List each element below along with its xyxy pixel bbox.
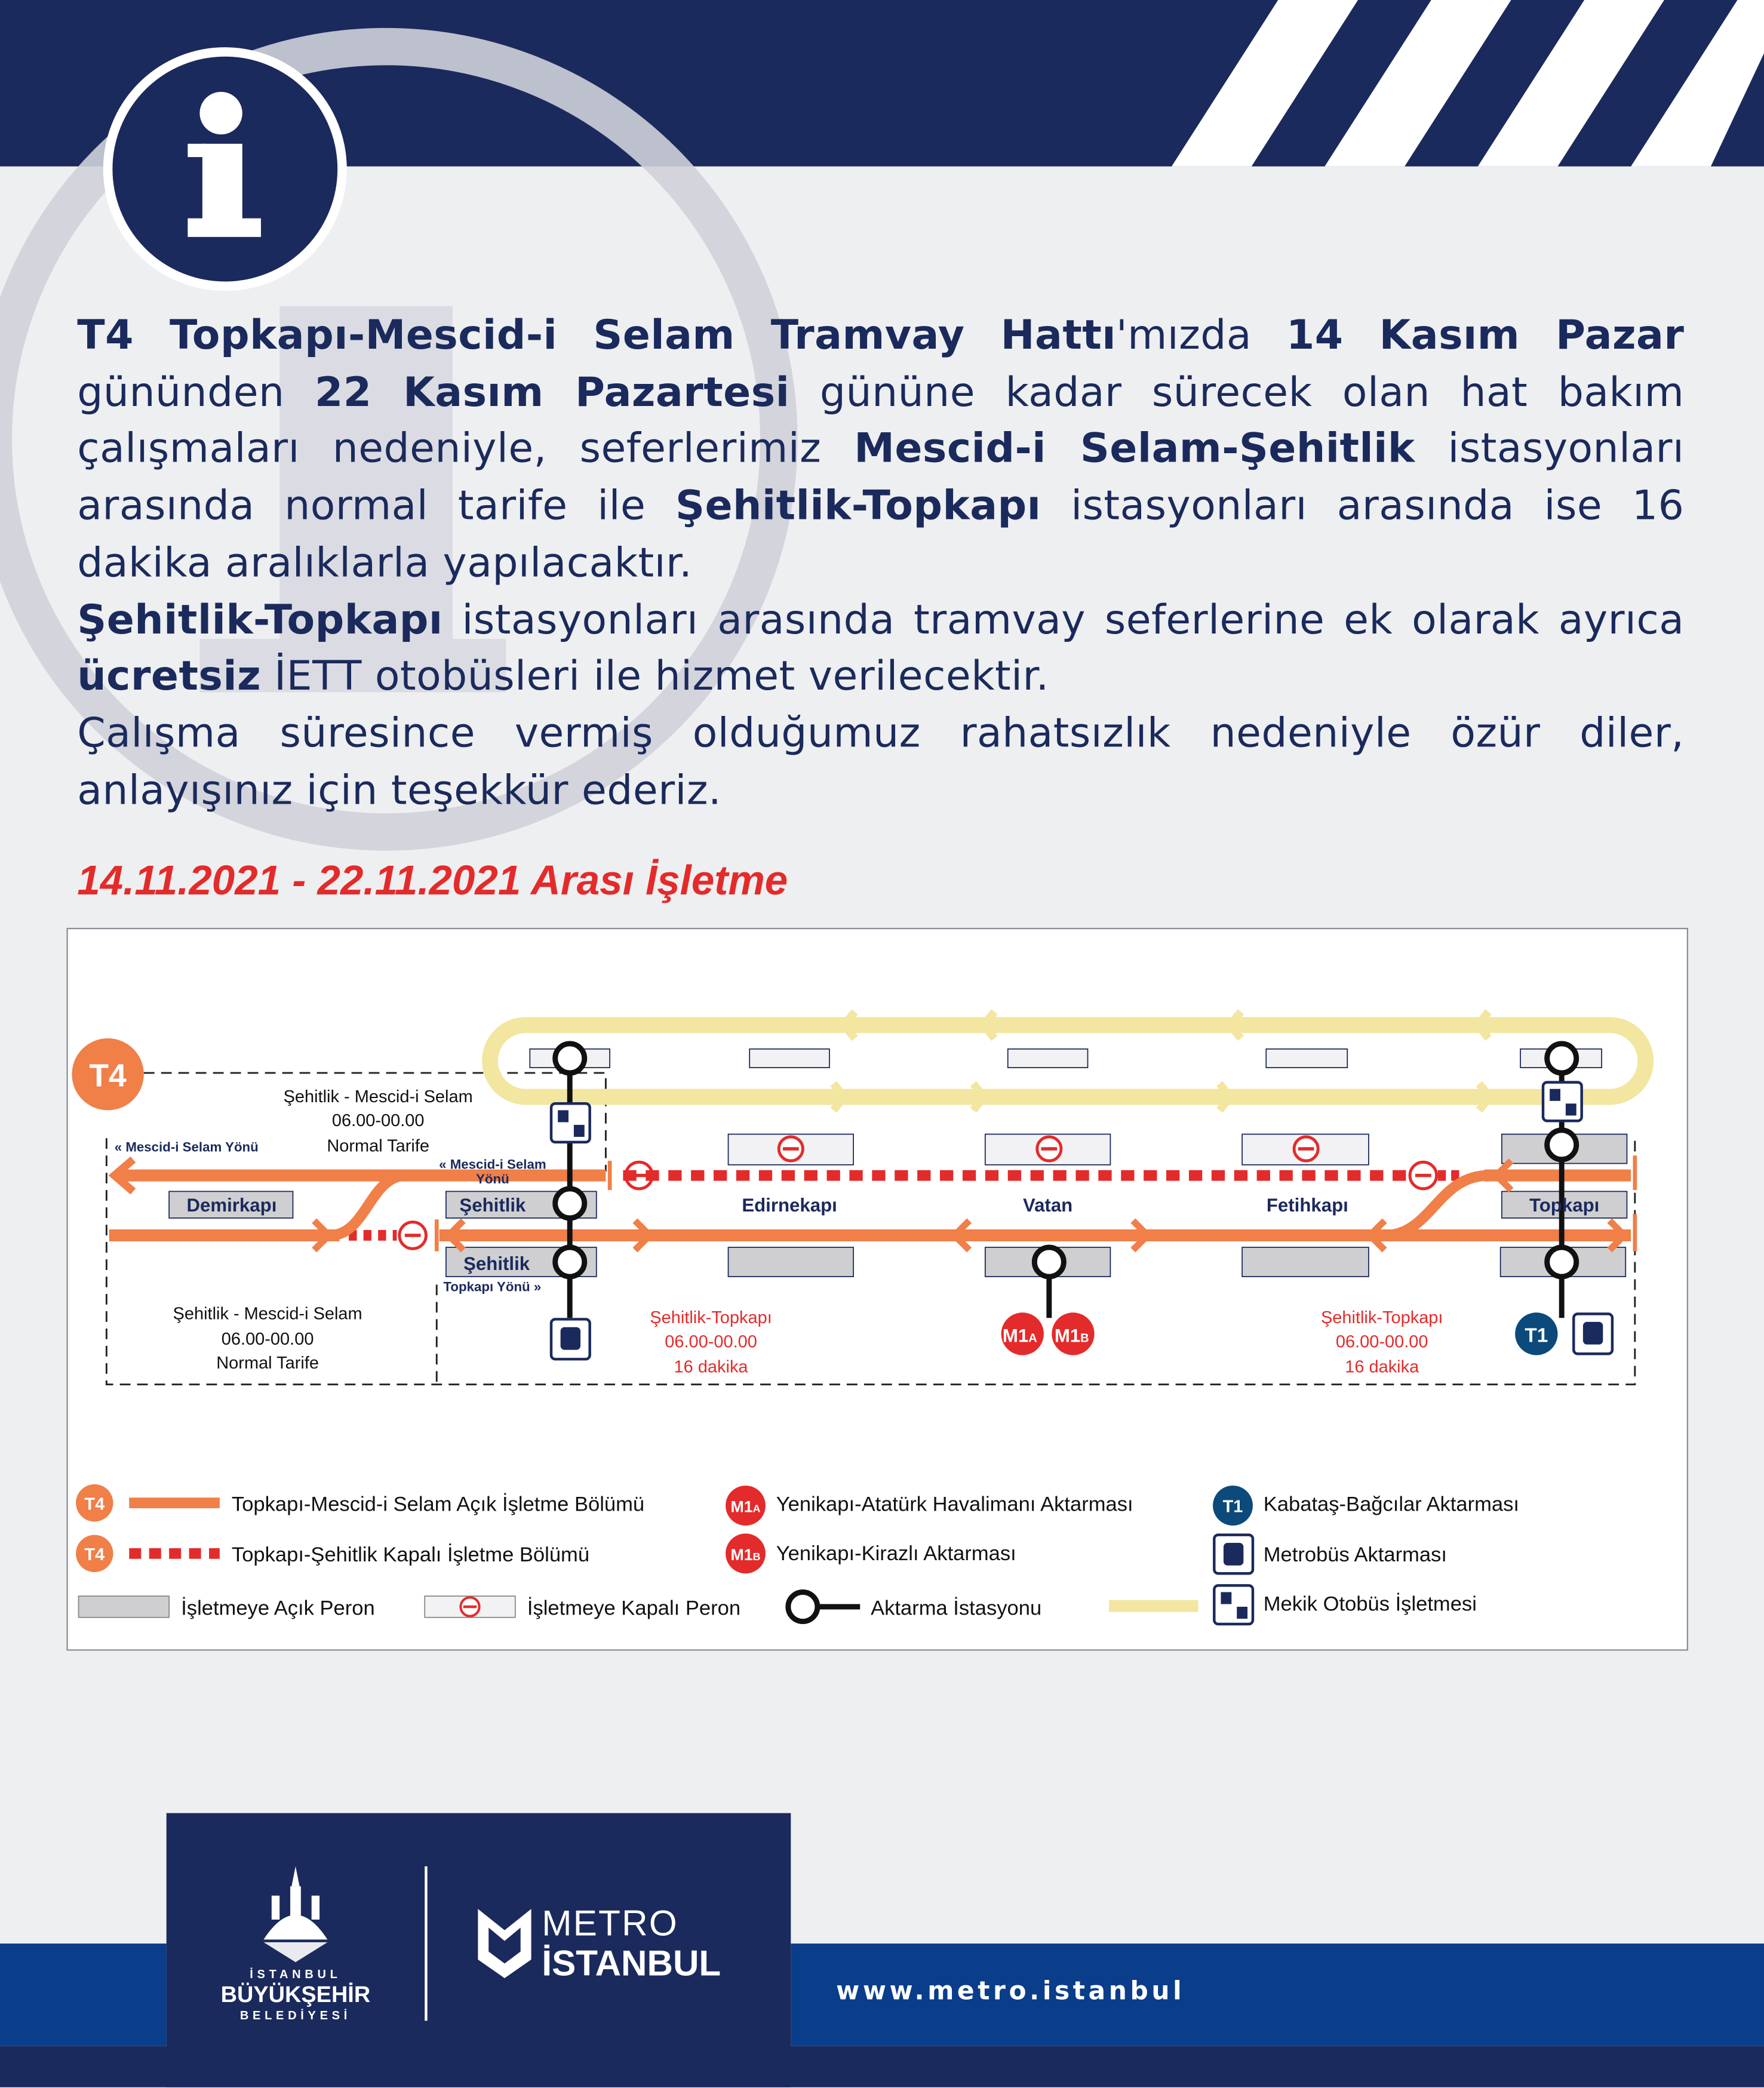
footer-band [791, 1944, 1764, 2046]
line-diagram: M1A M1B T1 T4 Demirkapı Şehitlik Edirnek… [72, 1009, 1654, 1626]
legend-closed-section: Topkapı-Şehitlik Kapalı İşletme Bölümü [232, 1543, 589, 1566]
svg-text:06.00-00.00: 06.00-00.00 [332, 1111, 425, 1130]
svg-text:T1: T1 [1223, 1497, 1243, 1517]
legend-shuttle: Mekik Otobüs İşletmesi [1264, 1592, 1477, 1616]
text-run: istasyonları arasında normal tarife ile [77, 426, 1685, 530]
m1a-badge: M1A [1003, 1325, 1037, 1346]
svg-text:Şehitlik-Topkapı: Şehitlik-Topkapı [1321, 1308, 1443, 1327]
footer-logos: İSTANBUL BÜYÜKŞEHİR BELEDİYESİ METRO İST… [221, 1866, 721, 2022]
station-labels: Demirkapı Şehitlik Edirnekapı Vatan Feti… [186, 1195, 1599, 1274]
svg-text:06.00-00.00: 06.00-00.00 [222, 1330, 314, 1349]
closed-platforms [398, 1133, 1439, 1250]
svg-text:İSTANBUL: İSTANBUL [542, 1944, 721, 1984]
legend-closed-platform: İşletmeye Kapalı Peron [527, 1596, 740, 1619]
text-run: istasyonları arasında ise 16 dakika aral… [77, 483, 1685, 587]
logo-divider [425, 1866, 428, 2021]
svg-text:T4: T4 [84, 1545, 105, 1564]
station-demirkapi: Demirkapı [186, 1195, 276, 1216]
svg-text:« Mescid-i Selam: « Mescid-i Selam [439, 1157, 546, 1172]
svg-text:BÜYÜKŞEHİR: BÜYÜKŞEHİR [221, 1982, 371, 2007]
emphasized-text: Şehitlik-Topkapı [675, 483, 1041, 530]
station-fetihkapi: Fetihkapı [1267, 1195, 1348, 1216]
legend-open-platform: İşletmeye Açık Peron [181, 1596, 375, 1619]
svg-text:BELEDİYESİ: BELEDİYESİ [240, 2009, 351, 2022]
text-run: istasyonları arasında tramvay seferlerin… [442, 596, 1685, 644]
notice-text: T4 Topkapı-Mescid-i Selam Tramvay Hattı'… [77, 309, 1684, 820]
text-run: 'mızda [1115, 312, 1287, 359]
m1b-badge: M1B [1055, 1325, 1089, 1346]
notice-paragraph: T4 Topkapı-Mescid-i Selam Tramvay Hattı'… [77, 309, 1684, 593]
emphasized-text: Mescid-i Selam-Şehitlik [854, 426, 1415, 473]
station-vatan: Vatan [1023, 1195, 1072, 1216]
svg-text:Şehitlik-Topkapı: Şehitlik-Topkapı [650, 1308, 772, 1327]
legend-metrobus: Metrobüs Aktarması [1264, 1543, 1447, 1566]
svg-text:Topkapı Yönü »: Topkapı Yönü » [443, 1280, 541, 1294]
svg-text:M1B: M1B [730, 1546, 760, 1564]
svg-text:Şehitlik - Mescid-i Selam: Şehitlik - Mescid-i Selam [173, 1304, 362, 1323]
reduced-service-info: Şehitlik-Topkapı 06.00-00.00 16 dakika Ş… [650, 1308, 1443, 1376]
station-topkapi: Topkapı [1529, 1195, 1599, 1216]
tracks [108, 1155, 1637, 1253]
svg-text:16 dakika: 16 dakika [674, 1358, 749, 1377]
direction-labels: « Mescid-i Selam Yönü « Mescid-i Selam Y… [115, 1140, 546, 1294]
legend: T4 Topkapı-Mescid-i Selam Açık İşletme B… [76, 1484, 1519, 1626]
svg-text:M1A: M1A [730, 1498, 760, 1516]
t1-badge: T1 [1525, 1324, 1548, 1346]
legend-open-section: Topkapı-Mescid-i Selam Açık İşletme Bölü… [232, 1492, 644, 1515]
shuttle-transfer-icon [549, 1081, 1583, 1144]
header-graphics [0, 0, 1764, 851]
legend-t1: Kabataş-Bağcılar Aktarması [1264, 1493, 1519, 1515]
station-sehitlik-lower: Şehitlik [463, 1253, 530, 1274]
emphasized-text: ücretsiz [77, 654, 262, 701]
emphasized-text: 14 Kasım Pazar [1286, 312, 1685, 359]
line-diagram-panel [66, 927, 1689, 1651]
svg-text:METRO: METRO [542, 1904, 678, 1944]
svg-text:Normal Tarife: Normal Tarife [327, 1137, 429, 1156]
svg-text:İSTANBUL: İSTANBUL [250, 1967, 341, 1981]
text-run: gününden [77, 370, 315, 417]
transfer-badges: M1A M1B T1 [1001, 1312, 1558, 1355]
legend-m1b: Yenikapı-Kirazlı Aktarması [776, 1542, 1016, 1565]
emphasized-text: 22 Kasım Pazartesi [315, 370, 790, 417]
svg-text:06.00-00.00: 06.00-00.00 [1336, 1332, 1428, 1351]
watermark-i-icon [0, 28, 798, 851]
metrobus-icon [549, 1312, 1614, 1361]
emphasized-text: Şehitlik-Topkapı [77, 596, 443, 644]
text-run: Çalışma süresince vermiş olduğumuz rahat… [77, 711, 1685, 814]
operation-period-heading: 14.11.2021 - 22.11.2021 Arası İşletme [77, 857, 788, 904]
service-zone-borders [105, 1072, 1636, 1386]
footer-band-left [0, 1944, 167, 2046]
svg-text:T4: T4 [84, 1494, 105, 1514]
notice-paragraph: Çalışma süresince vermiş olduğumuz rahat… [77, 707, 1684, 820]
ibb-logo: İSTANBUL BÜYÜKŞEHİR BELEDİYESİ [221, 1866, 371, 2022]
svg-text:Normal Tarife: Normal Tarife [216, 1354, 319, 1373]
legend-transfer-station: Aktarma İstasyonu [871, 1596, 1041, 1619]
website-link[interactable]: www.metro.istanbul [836, 1976, 1185, 2006]
shuttle-platforms [529, 1048, 1602, 1068]
svg-text:16 dakika: 16 dakika [1345, 1358, 1419, 1377]
svg-text:« Mescid-i Selam Yönü: « Mescid-i Selam Yönü [115, 1140, 259, 1155]
metro-istanbul-logo: METRO İSTANBUL [478, 1904, 721, 1984]
station-edirnekapi: Edirnekapı [742, 1195, 837, 1216]
svg-text:06.00-00.00: 06.00-00.00 [665, 1332, 757, 1351]
emphasized-text: T4 Topkapı-Mescid-i Selam Tramvay Hattı [77, 312, 1116, 359]
diagonal-stripes [1171, 0, 1764, 167]
station-sehitlik: Şehitlik [459, 1195, 526, 1216]
info-icon [103, 47, 347, 291]
normal-service-info: Şehitlik - Mescid-i Selam 06.00-00.00 No… [173, 1087, 473, 1373]
svg-text:Şehitlik - Mescid-i Selam: Şehitlik - Mescid-i Selam [284, 1087, 473, 1106]
text-run: İETT otobüsleri ile hizmet verilecektir. [261, 654, 1049, 701]
legend-m1a: Yenikapı-Atatürk Havalimanı Aktarması [776, 1493, 1133, 1515]
shuttle-bus-loop [482, 1009, 1654, 1113]
svg-text:Yönü: Yönü [476, 1171, 509, 1186]
svg-text:T4: T4 [89, 1058, 127, 1093]
notice-paragraph: Şehitlik-Topkapı istasyonları arasında t… [77, 593, 1684, 706]
text-run: gününe kadar sürecek olan hat bakım çalı… [77, 370, 1685, 473]
t4-badge: T4 [72, 1038, 144, 1111]
